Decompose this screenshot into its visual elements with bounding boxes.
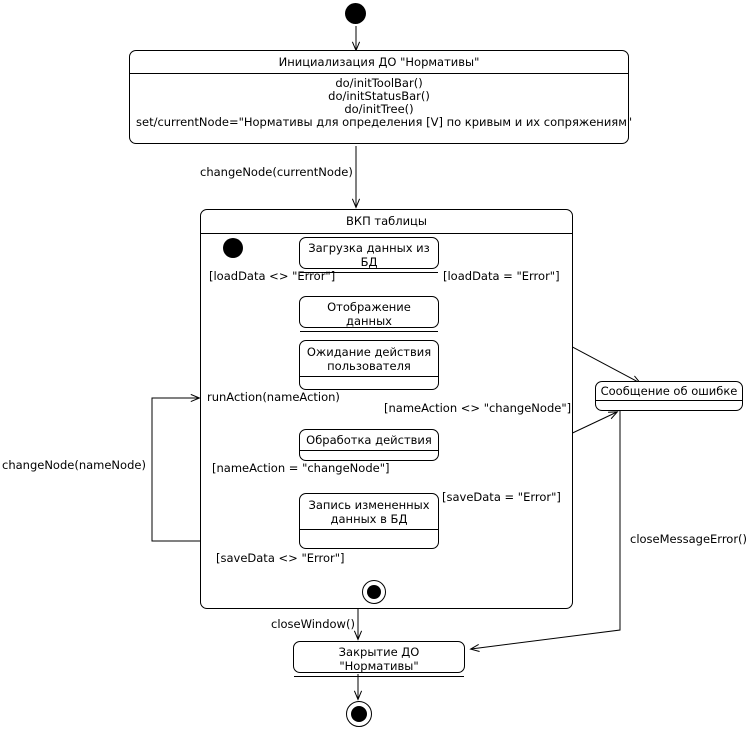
state-title-line1: Ожидание действия: [306, 345, 432, 359]
initial-state: [345, 3, 369, 27]
inner-final-state: [362, 580, 388, 606]
state-title-line2: пользователя: [327, 359, 411, 373]
state-title: Загрузка данных из БД: [308, 241, 430, 269]
action-init-statusbar: do/initStatusBar(): [328, 89, 430, 103]
label-save-error: [saveData = "Error"]: [442, 490, 561, 504]
label-load-ok: [loadData <> "Error"]: [209, 269, 336, 283]
state-close-do-normativy[interactable]: Закрытие ДО "Нормативы": [293, 641, 465, 677]
composite-state-table-vkp[interactable]: ВКП таблицы: [200, 209, 573, 609]
label-change-node-name: changeNode(nameNode): [2, 458, 146, 472]
state-initialization[interactable]: Инициализация ДО "Нормативы" do/initTool…: [129, 50, 633, 144]
label-run-action: runAction(nameAction): [207, 390, 340, 404]
state-error-message[interactable]: Сообщение об ошибке: [595, 381, 743, 411]
action-init-toolbar: do/initToolBar(): [335, 76, 423, 90]
state-title: Отображение данных: [327, 300, 411, 328]
composite-state-title: ВКП таблицы: [201, 210, 572, 234]
state-show-data[interactable]: Отображение данных: [299, 296, 439, 332]
state-title: Инициализация ДО "Нормативы": [278, 55, 480, 69]
state-save-data[interactable]: Запись измененных данных в БД: [299, 493, 439, 549]
edge-changenode-loop: [151, 398, 201, 542]
state-title: Закрытие ДО "Нормативы": [338, 645, 420, 673]
edge-error-to-close: [471, 411, 621, 649]
state-title-line1: Запись измененных: [308, 498, 430, 512]
label-change-node-current: changeNode(currentNode): [200, 165, 353, 179]
state-title: Обработка действия: [306, 433, 432, 447]
label-close-message-error: closeMessageError(): [630, 532, 748, 546]
action-set-currentnode: set/currentNode="Нормативы для определен…: [136, 115, 633, 129]
final-state: [346, 701, 374, 729]
state-title: Сообщение об ошибке: [600, 384, 738, 398]
label-save-ok: [saveData <> "Error"]: [216, 551, 345, 565]
label-name-action-eq: [nameAction = "changeNode"]: [212, 461, 390, 475]
inner-initial-state: [223, 238, 247, 262]
label-name-action-ne: [nameAction <> "changeNode"]: [384, 401, 572, 415]
label-load-error: [loadData = "Error"]: [443, 269, 560, 283]
label-close-window: closeWindow(): [271, 617, 355, 631]
state-title-line2: данных в БД: [330, 512, 408, 526]
state-wait-user-action[interactable]: Ожидание действия пользователя: [299, 340, 439, 390]
action-init-tree: do/initTree(): [344, 102, 414, 116]
state-process-action[interactable]: Обработка действия: [299, 429, 439, 461]
state-load-data[interactable]: Загрузка данных из БД: [299, 237, 439, 273]
